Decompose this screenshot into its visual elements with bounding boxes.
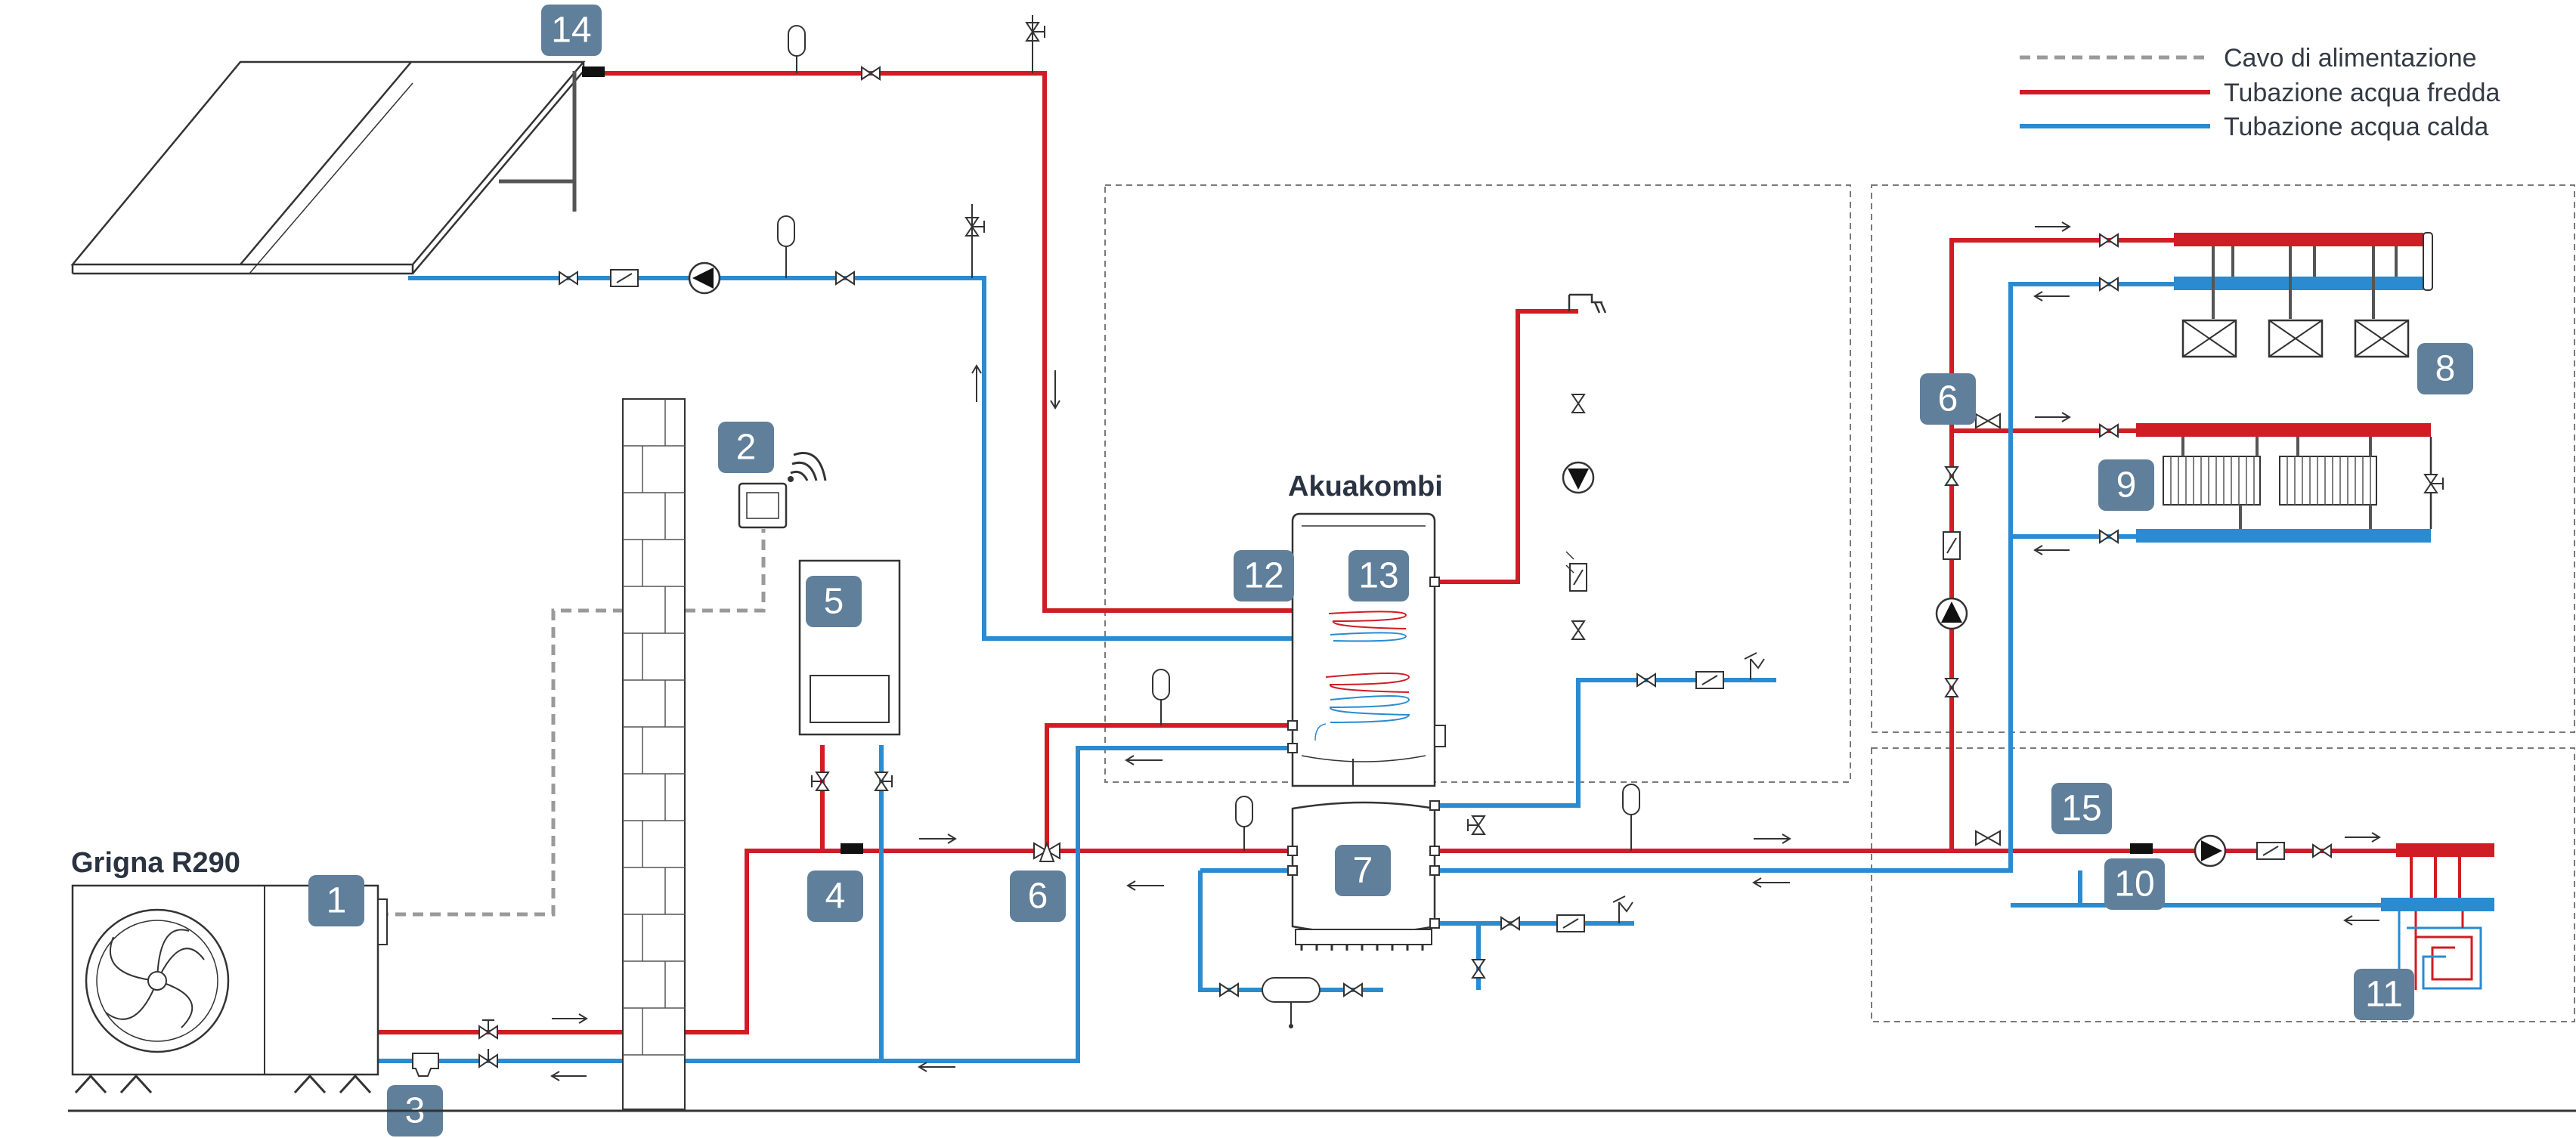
badge-4-label: 4 [825, 877, 846, 917]
fittings [412, 15, 2332, 1077]
badge-13-label: 13 [1358, 556, 1398, 596]
zone-boxes [1104, 184, 2575, 1022]
badge-10-label: 10 [2114, 864, 2154, 905]
badge-10: 10 [2104, 858, 2165, 910]
badge-14-label: 14 [551, 11, 591, 51]
badge-11-label: 11 [2365, 975, 2403, 1015]
badge-9-label: 9 [2116, 465, 2137, 506]
badge-15-label: 15 [2061, 789, 2101, 829]
badge-15: 15 [2051, 783, 2112, 834]
badge-14: 14 [541, 5, 602, 56]
badge-2: 2 [718, 422, 774, 473]
badge-9: 9 [2098, 459, 2154, 511]
legend-label-hot: Tubazione acqua fredda [2224, 79, 2500, 107]
badge-6-left: 6 [1010, 871, 1066, 922]
fan-coil-units [2174, 232, 2433, 358]
badge-1: 1 [308, 875, 364, 926]
radiators [2136, 423, 2444, 543]
component-badges: 1 2 3 4 5 6 6 7 8 9 10 11 12 13 14 15 [308, 5, 2473, 1136]
badge-1-label: 1 [327, 881, 347, 921]
tank-title: Akuakombi [1288, 471, 1443, 503]
badge-5: 5 [806, 576, 862, 627]
solar-panels [70, 60, 605, 275]
flow-arrows [550, 221, 2381, 1081]
floor-heating-manifold [2381, 843, 2494, 990]
badge-6-right-label: 6 [1938, 379, 1958, 419]
badge-7: 7 [1335, 845, 1391, 896]
legend-label-cable: Cavo di alimentazione [2224, 44, 2477, 73]
badge-12: 12 [1234, 550, 1294, 601]
badge-7-label: 7 [1353, 851, 1373, 891]
badge-6-right: 6 [1920, 373, 1976, 425]
brick-wall [622, 398, 686, 1110]
badge-12-label: 12 [1243, 556, 1283, 596]
badge-2-label: 2 [736, 428, 757, 468]
cold-pipes [375, 276, 2381, 1063]
badge-11: 11 [2354, 969, 2414, 1020]
legend: Cavo di alimentazione Tubazione acqua fr… [2020, 44, 2500, 141]
zone-tank [1104, 184, 1851, 783]
badge-5-label: 5 [824, 582, 844, 622]
badge-8-label: 8 [2435, 349, 2456, 389]
zone-floor [1871, 747, 2575, 1022]
badge-8: 8 [2417, 343, 2473, 394]
badge-6-left-label: 6 [1028, 877, 1048, 917]
control-panel [738, 452, 827, 529]
heat-pump-title: Grigna R290 [71, 847, 240, 879]
power-cables [378, 529, 766, 917]
badge-4: 4 [807, 871, 863, 922]
zone-terminals [1871, 184, 2575, 733]
legend-label-cold: Tubazione acqua calda [2224, 113, 2488, 141]
badge-13: 13 [1348, 550, 1409, 601]
